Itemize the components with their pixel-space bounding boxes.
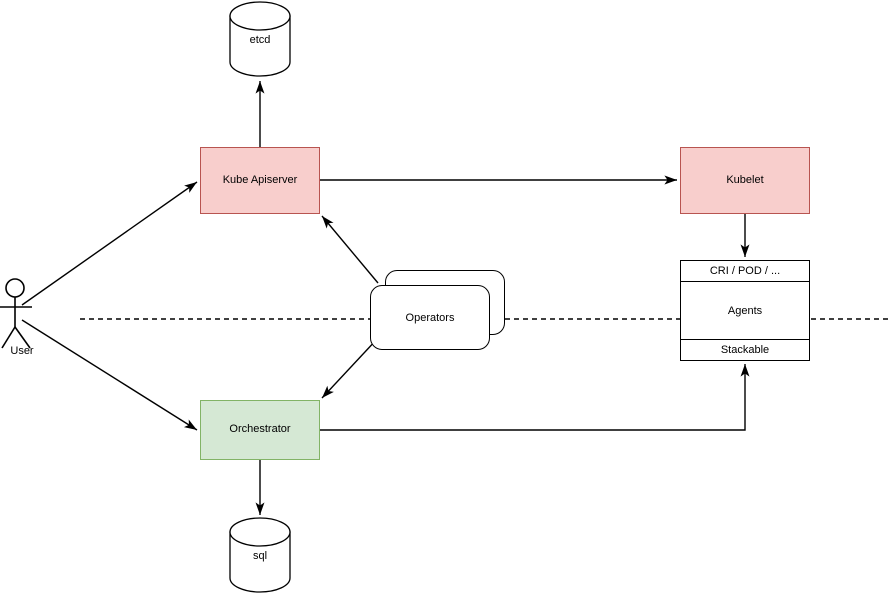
node-etcd-label: etcd — [249, 33, 271, 46]
node-etcd[interactable]: etcd — [230, 2, 290, 77]
node-sql-label: sql — [252, 549, 268, 562]
node-operators-label: Operators — [405, 311, 455, 324]
user-actor-figure — [0, 278, 32, 349]
node-agents[interactable]: CRI / POD / ... Agents Stackable — [680, 260, 810, 361]
node-agents-body: Agents — [727, 304, 763, 317]
edge-user-to-apiserver — [21, 181, 198, 306]
node-agents-footer: Stackable — [681, 339, 809, 360]
edge-user-to-orchestrator — [21, 319, 198, 431]
edge-orchestrator-to-stackable — [320, 364, 750, 431]
node-sql[interactable]: sql — [230, 518, 290, 593]
node-kubelet-label: Kubelet — [726, 173, 764, 186]
node-kubelet[interactable]: Kubelet — [680, 147, 810, 214]
node-user-label: User — [10, 345, 34, 357]
node-orchestrator[interactable]: Orchestrator — [200, 400, 320, 460]
node-operators-front-layer: Operators — [370, 285, 490, 350]
node-agents-header: CRI / POD / ... — [681, 261, 809, 282]
node-kube-apiserver-label: Kube Apiserver — [222, 173, 298, 186]
node-kube-apiserver[interactable]: Kube Apiserver — [200, 147, 320, 214]
node-orchestrator-label: Orchestrator — [229, 423, 291, 436]
node-operators[interactable]: Operators — [370, 270, 505, 350]
